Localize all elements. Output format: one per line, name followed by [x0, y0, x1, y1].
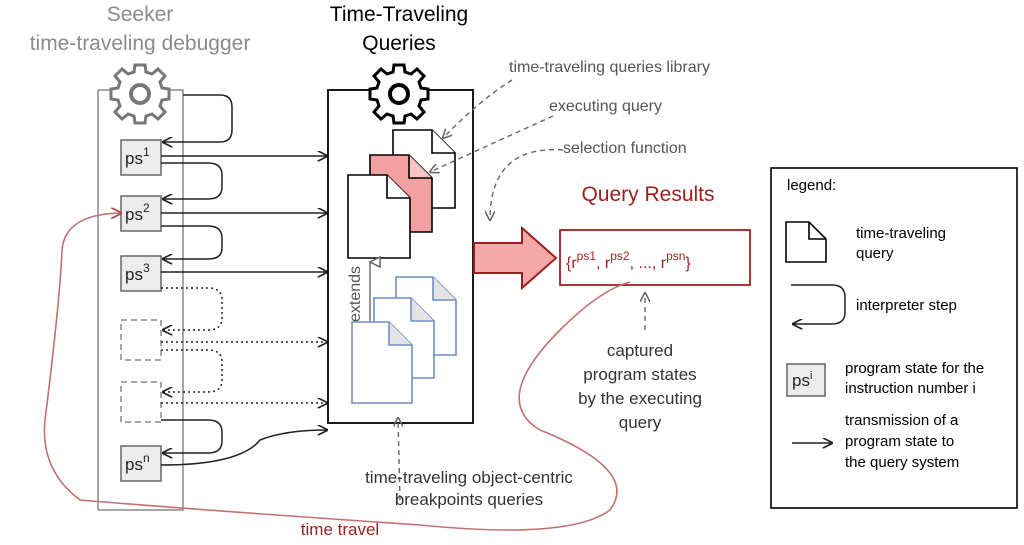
- legend-state-line1: program state for the: [845, 360, 984, 377]
- time-travel-label: time travel: [301, 520, 379, 539]
- debugger-title-line2: time-traveling debugger: [30, 32, 251, 55]
- executing-annotation-arrow: [430, 115, 554, 172]
- captured-line3: by the executing: [578, 389, 702, 408]
- program-state-label-n: psn: [125, 451, 150, 474]
- query-system-title-line2: Queries: [362, 32, 436, 55]
- breakpoints-annotation-arrow: [398, 418, 400, 501]
- program-state-box-future-1: [120, 319, 162, 361]
- future-interpreter-steps: [161, 287, 223, 392]
- program-state-box-n: [120, 445, 162, 482]
- future-transmissions: [161, 342, 327, 403]
- extends-label: extends: [347, 266, 364, 322]
- legend-state-line2: instruction number i: [845, 380, 976, 397]
- results-title: Query Results: [581, 183, 714, 206]
- program-state-label-1: ps1: [125, 145, 150, 168]
- program-state-box-1: [120, 139, 162, 176]
- legend-trans-line3: the query system: [845, 454, 959, 471]
- legend-query-line1: time-traveling: [856, 225, 946, 242]
- breakpoints-annotation-line2: breakpoints queries: [395, 490, 543, 509]
- program-state-label-3: ps3: [125, 261, 150, 284]
- results-arrow-icon: [473, 225, 558, 291]
- selection-annotation: selection function: [563, 140, 687, 157]
- interpreter-step-last: [161, 419, 223, 453]
- query-system-title-line1: Time-Traveling: [330, 3, 468, 26]
- selection-annotation-arrow: [490, 149, 564, 220]
- program-state-box-3: [120, 255, 162, 292]
- gear-icon: [109, 63, 171, 125]
- legend-document-icon: [785, 221, 827, 263]
- breakpoint-query-documents: [351, 276, 457, 404]
- legend-trans-line2: program state to: [845, 433, 954, 450]
- results-box: [559, 229, 751, 286]
- legend-step-label: interpreter step: [856, 297, 957, 314]
- captured-line4: query: [619, 413, 662, 432]
- library-annotation: time-traveling queries library: [509, 59, 710, 76]
- legend-ps-label: psi: [792, 370, 812, 390]
- document-icon: [351, 321, 413, 404]
- legend-title: legend:: [787, 177, 836, 194]
- debugger-title-line1: Seeker: [107, 3, 174, 26]
- program-state-box-2: [120, 195, 162, 232]
- query-library-documents: [347, 129, 456, 259]
- gear-icon: [368, 63, 430, 125]
- interpreter-steps: [161, 94, 233, 470]
- legend-trans-line1: transmission of a: [845, 412, 959, 429]
- transmissions: [160, 156, 327, 466]
- breakpoints-annotation-line1: time-traveling object-centric: [365, 468, 573, 487]
- document-icon: [347, 174, 411, 259]
- legend-query-line2: query: [856, 245, 894, 262]
- program-state-box-future-2: [120, 381, 162, 423]
- executing-annotation: executing query: [549, 98, 662, 115]
- legend-step-icon: [791, 284, 846, 324]
- captured-line2: program states: [583, 365, 696, 384]
- legend-ps-box: [786, 363, 826, 397]
- program-state-label-2: ps2: [125, 201, 150, 224]
- results-set: {rps1, rps2, ..., rpsn}: [566, 249, 691, 272]
- time-travel-path: [43, 213, 631, 531]
- captured-line1: captured: [607, 341, 673, 360]
